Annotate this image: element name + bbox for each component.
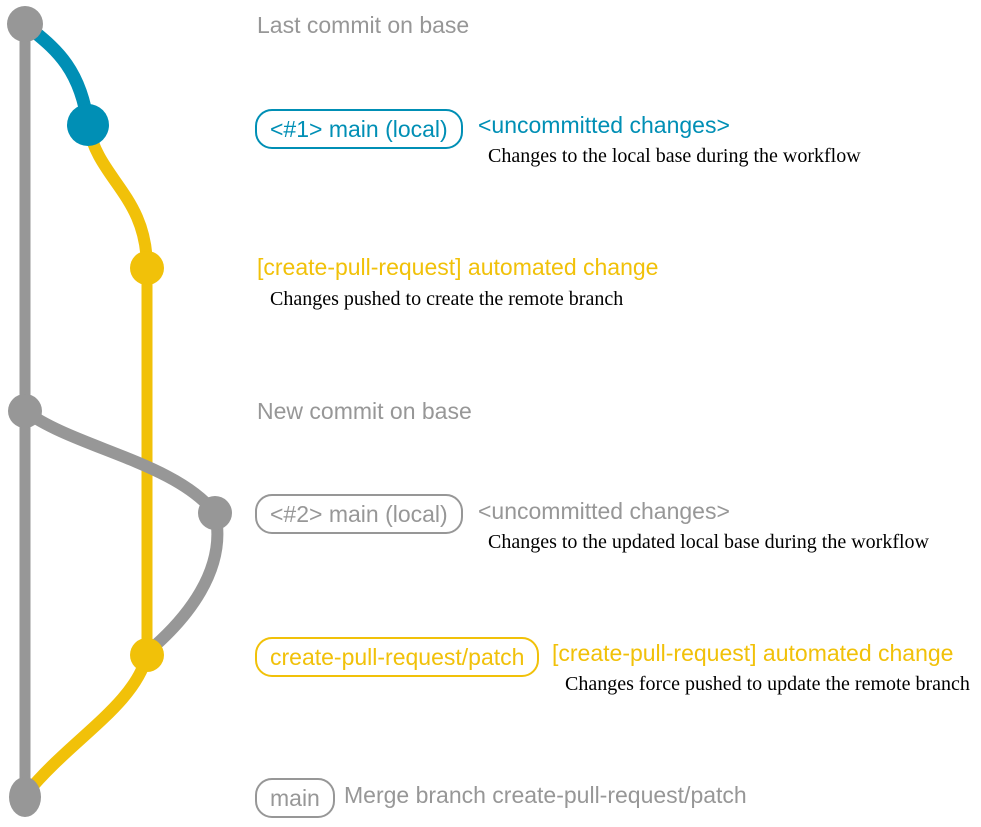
branch-label-main1: <#1> main (local) bbox=[255, 109, 463, 149]
base-update-curve-to-main2 bbox=[19, 405, 221, 519]
commit-message-merge: Merge branch create-pull-request/patch bbox=[344, 782, 747, 808]
commit-message-push2: [create-pull-request] automated change bbox=[552, 640, 954, 666]
milestone-new-commit: New commit on base bbox=[257, 398, 472, 424]
commit-dot-patch1 bbox=[130, 251, 164, 285]
commit-dot-last-base bbox=[7, 6, 43, 42]
commit-message-main1: <uncommitted changes> bbox=[478, 112, 730, 138]
patch-merge-curve-to-base bbox=[21, 649, 153, 799]
annotation-main2: Changes to the updated local base during… bbox=[488, 531, 929, 553]
commit-dot-patch2 bbox=[130, 638, 164, 672]
annotation-push2: Changes force pushed to update the remot… bbox=[565, 673, 970, 695]
commit-dot-new-base bbox=[8, 394, 42, 428]
milestone-last-commit: Last commit on base bbox=[257, 12, 470, 38]
annotation-push1: Changes pushed to create the remote bran… bbox=[270, 288, 624, 310]
main2-rebase-curve-to-patch bbox=[144, 507, 224, 656]
patch-branch-curve-from-main1 bbox=[82, 119, 153, 274]
commit-message-main2: <uncommitted changes> bbox=[478, 498, 730, 524]
commit-dot-main2 bbox=[198, 496, 232, 530]
branch-label-patch: create-pull-request/patch bbox=[255, 637, 540, 677]
git-graph bbox=[7, 6, 232, 817]
branch-label-main-merge: main bbox=[255, 778, 335, 818]
commit-message-push1: [create-pull-request] automated change bbox=[257, 254, 659, 280]
annotation-main1: Changes to the local base during the wor… bbox=[488, 145, 861, 167]
commit-dot-main1 bbox=[67, 104, 109, 146]
branch-label-main2: <#2> main (local) bbox=[255, 494, 463, 534]
commit-dot-merge bbox=[9, 777, 41, 817]
